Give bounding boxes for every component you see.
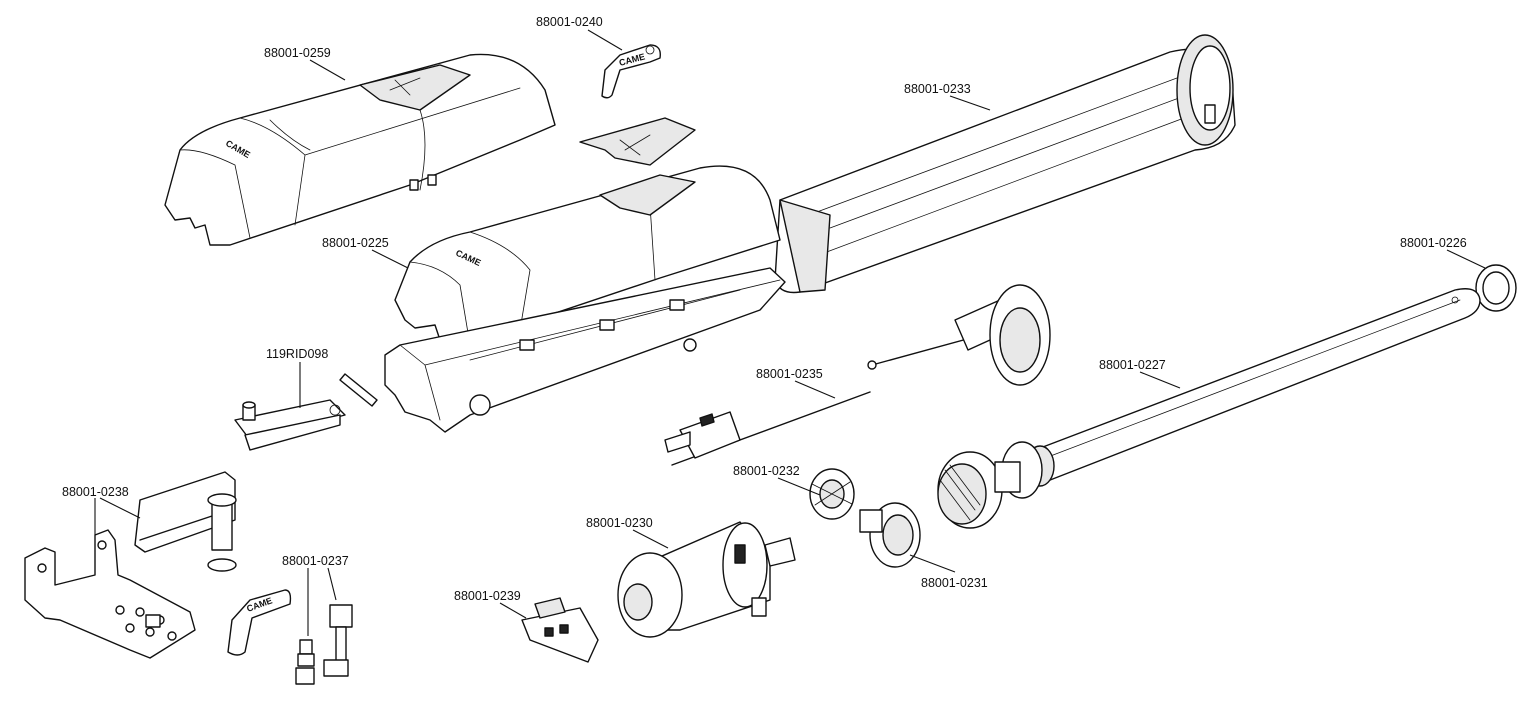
label-88001-0225: 88001-0225	[322, 236, 389, 250]
release-key-bottom-part: CAME	[227, 589, 292, 656]
label-88001-0232: 88001-0232	[733, 464, 800, 478]
top-cover-part: CAME	[164, 53, 556, 246]
part-labels: 88001-0240 88001-0259 88001-0233 88001-0…	[62, 15, 1467, 603]
connector-block-part	[521, 597, 599, 663]
mounting-bracket-part	[24, 471, 237, 659]
label-119RID098: 119RID098	[266, 347, 328, 361]
label-88001-0240: 88001-0240	[536, 15, 603, 29]
spur-gear-part	[809, 468, 855, 520]
label-88001-0227: 88001-0227	[1099, 358, 1166, 372]
label-88001-0230: 88001-0230	[586, 516, 653, 530]
planet-gear-part	[859, 502, 921, 568]
label-88001-0237: 88001-0237	[282, 554, 349, 568]
small-lid-part	[579, 117, 696, 166]
label-88001-0235: 88001-0235	[756, 367, 823, 381]
label-88001-0231: 88001-0231	[921, 576, 988, 590]
limit-switch-rod-part	[664, 284, 1051, 466]
outer-tube-part	[774, 34, 1236, 294]
main-housing-part: CAME	[384, 165, 786, 433]
release-key-part: CAME	[601, 44, 661, 99]
label-88001-0233: 88001-0233	[904, 82, 971, 96]
motor-part	[617, 521, 796, 638]
label-88001-0259: 88001-0259	[264, 46, 331, 60]
screw-shaft-part	[1001, 288, 1481, 499]
label-88001-0238: 88001-0238	[62, 485, 129, 499]
bevel-gear-part	[937, 451, 1021, 529]
label-88001-0239: 88001-0239	[454, 589, 521, 603]
seal-ring-part	[1475, 264, 1517, 312]
screw-set-part	[295, 604, 353, 685]
pin-part	[234, 373, 378, 451]
label-88001-0226: 88001-0226	[1400, 236, 1467, 250]
leader-lines	[94, 29, 1486, 636]
